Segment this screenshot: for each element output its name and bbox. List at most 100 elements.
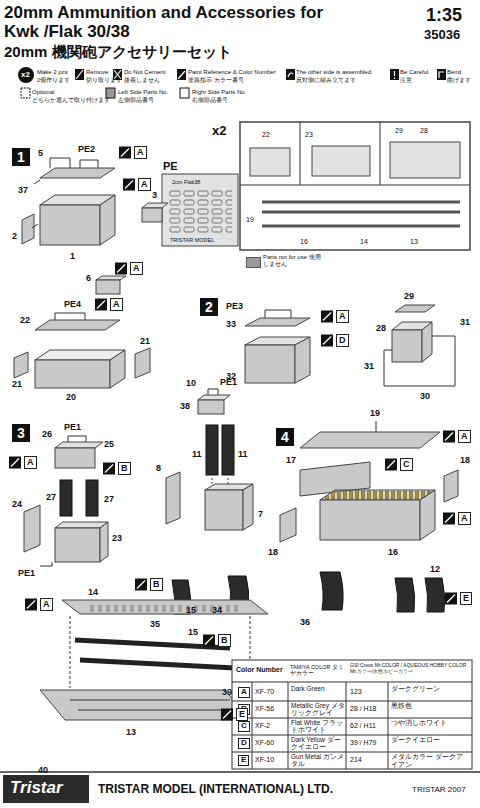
color-callout: E xyxy=(460,592,472,605)
callout-number: 7 xyxy=(258,510,263,520)
callout-number: 21 xyxy=(140,337,150,347)
paint-icon xyxy=(9,147,457,721)
table-cell: Metallic Grey メタリックグレイ xyxy=(291,702,345,716)
paint-icon xyxy=(115,263,127,275)
paint-icon xyxy=(321,335,333,347)
ammo-box-step-2 xyxy=(295,337,310,383)
table-header: Color Number xyxy=(236,666,283,674)
magazine xyxy=(320,572,343,610)
ammo-box-tray xyxy=(110,350,125,388)
barrel-case xyxy=(62,600,268,614)
callout-number: 26 xyxy=(42,430,52,440)
sprue-frame xyxy=(240,122,470,250)
table-cell: 214 xyxy=(350,756,362,764)
step-number: 2 xyxy=(200,298,218,316)
ammo-box-step-1 xyxy=(142,208,162,222)
callout-number: 19 xyxy=(370,409,380,419)
symbol-legend-text: Right Side Parts No. xyxy=(192,89,246,96)
paint-icon xyxy=(11,459,19,467)
ammo-box-step-2 xyxy=(245,305,455,386)
ammo-box-step-1 xyxy=(96,280,120,294)
magazine-box xyxy=(205,490,243,530)
barrel-case xyxy=(70,616,250,688)
ammo-box-step-2 xyxy=(245,345,295,383)
sprue-label: 28 xyxy=(420,127,428,135)
symbol-legend-text: The other side is assembled. xyxy=(296,69,373,76)
barrel-case xyxy=(70,700,238,710)
sheet-label: 35036 xyxy=(424,28,460,42)
node-text: A xyxy=(137,147,144,158)
node-text: E xyxy=(239,709,245,720)
footer-bar xyxy=(0,771,480,773)
color-callout: A xyxy=(336,310,349,323)
ammo-box-step-2 xyxy=(384,336,455,386)
symbol-legend-text: Bend xyxy=(447,69,461,76)
symbol-icon xyxy=(18,67,446,98)
callout-number: 10 xyxy=(186,379,196,389)
sprue-label: 13 xyxy=(410,238,418,246)
paint-icon xyxy=(119,147,131,159)
magazine-box xyxy=(198,395,230,400)
step-number: 1 xyxy=(12,148,30,166)
step-number: 4 xyxy=(276,428,294,446)
paint-icon xyxy=(27,601,35,609)
callout-number: 38 xyxy=(180,402,190,412)
symbol-legend-text: Be Careful xyxy=(400,69,428,76)
footer-text: Tristar xyxy=(10,779,63,798)
magazine xyxy=(425,578,445,612)
magazine-box xyxy=(222,425,234,475)
callout-number: 23 xyxy=(112,534,122,544)
table-cell: 28 / H18 xyxy=(350,705,376,713)
sprue-frame xyxy=(240,122,470,250)
sprue-label: 2cm Flak38 xyxy=(172,179,200,185)
symbol-legend-text: Left Side Parts No. xyxy=(118,89,168,96)
symbol-legend-text: Make 2 pcs xyxy=(37,69,68,76)
callout-number: 15 xyxy=(186,606,196,616)
callout-number: 31 xyxy=(460,318,470,328)
paint-icon xyxy=(105,465,113,473)
ammo-crate-step-4 xyxy=(320,500,420,540)
paint-icon xyxy=(121,149,129,157)
paint-icon xyxy=(135,579,147,591)
node-text: A xyxy=(339,311,346,322)
ammo-box-step-1 xyxy=(32,180,40,228)
callout-number: 33 xyxy=(226,320,236,330)
paint-icon xyxy=(117,265,125,273)
magazine-box xyxy=(212,478,228,486)
table-cell: 62 / H11 xyxy=(350,722,376,730)
callout-number: 22 xyxy=(20,316,30,326)
symbol-legend-text: Optional xyxy=(32,89,54,96)
paint-icon xyxy=(445,593,457,605)
paint-icon xyxy=(97,301,105,309)
table-cell: Dark Green xyxy=(291,685,345,692)
callout-number: 36 xyxy=(300,618,310,628)
paint-icon xyxy=(445,515,453,523)
ammo-box-step-3 xyxy=(24,505,40,552)
sprue-frame xyxy=(312,146,370,176)
color-callout: D xyxy=(336,334,349,347)
footer-bar xyxy=(3,775,89,803)
callout-number: 1 xyxy=(70,252,75,262)
symbol-icon xyxy=(394,71,395,79)
sprue-label: 29 xyxy=(395,127,403,135)
callout-number: 30 xyxy=(420,392,430,402)
table-cell: XF-60 xyxy=(255,739,274,747)
symbol-legend-text: 注意 xyxy=(400,77,412,83)
callout-number: PE2 xyxy=(78,145,95,155)
table-cell: ダークイエロー xyxy=(391,736,469,744)
color-table xyxy=(232,660,472,769)
ammo-box-tray xyxy=(14,352,28,378)
paint-icon xyxy=(125,181,133,189)
callout-number: 21 xyxy=(12,380,22,390)
node-text: D xyxy=(339,335,346,346)
sprue-label: 19 xyxy=(246,216,254,224)
ammo-box-step-1 xyxy=(142,203,168,208)
barrel-case xyxy=(40,690,250,720)
callout-number: 8 xyxy=(156,464,161,474)
symbol-icon xyxy=(177,69,186,80)
node-text: A xyxy=(27,457,34,468)
callout-number: 13 xyxy=(126,728,136,738)
callout-number: 3 xyxy=(152,191,157,201)
paint-icon xyxy=(443,513,455,525)
callout-number: 18 xyxy=(460,456,470,466)
